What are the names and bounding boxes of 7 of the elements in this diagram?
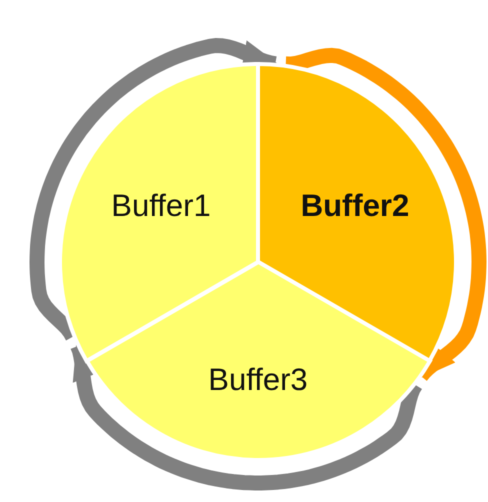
segment-label: Buffer1 xyxy=(111,188,211,224)
segment-label: Buffer3 xyxy=(208,362,308,398)
segment-label: Buffer2 xyxy=(300,188,410,224)
pie-segment xyxy=(258,64,456,361)
curved-arrow xyxy=(284,48,486,381)
pie-segment xyxy=(60,64,258,361)
curved-arrow xyxy=(30,38,279,341)
